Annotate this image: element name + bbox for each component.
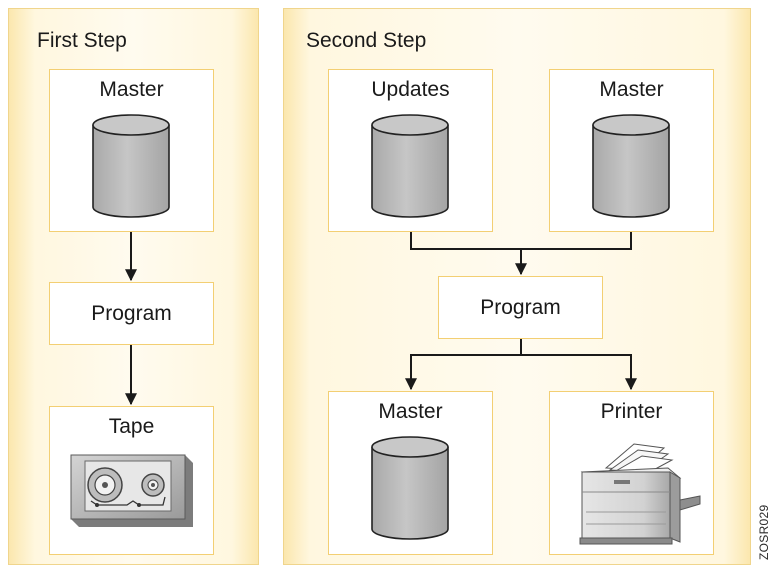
second-step-printer-label: Printer — [600, 400, 663, 423]
second-step-master-input-label: Master — [599, 78, 664, 101]
first-step-program-box: Program — [49, 282, 214, 345]
first-step-tape-label: Tape — [108, 415, 155, 438]
second-step-printer-box: Printer — [549, 391, 714, 555]
second-step-program-label: Program — [480, 295, 561, 319]
first-step-program-label: Program — [91, 301, 172, 325]
second-step-master-output-label: Master — [378, 400, 443, 423]
first-step-tape-box: Tape — [49, 406, 214, 555]
second-step-program-box: Program — [438, 276, 603, 339]
figure-id-label: ZOSR029 — [757, 504, 771, 560]
second-step-master-input-box: Master — [549, 69, 714, 232]
second-step-master-output-box: Master — [328, 391, 493, 555]
second-step-updates-label: Updates — [371, 78, 450, 101]
second-step-updates-box: Updates — [328, 69, 493, 232]
tape-drive-icon — [70, 454, 193, 527]
printer-icon — [579, 443, 701, 545]
panel-title-first-step: First Step — [37, 29, 127, 52]
connector-inputs-merge — [410, 232, 632, 250]
first-step-master-label: Master — [99, 78, 164, 101]
panel-title-second-step: Second Step — [306, 29, 427, 52]
first-step-master-box: Master — [49, 69, 214, 232]
